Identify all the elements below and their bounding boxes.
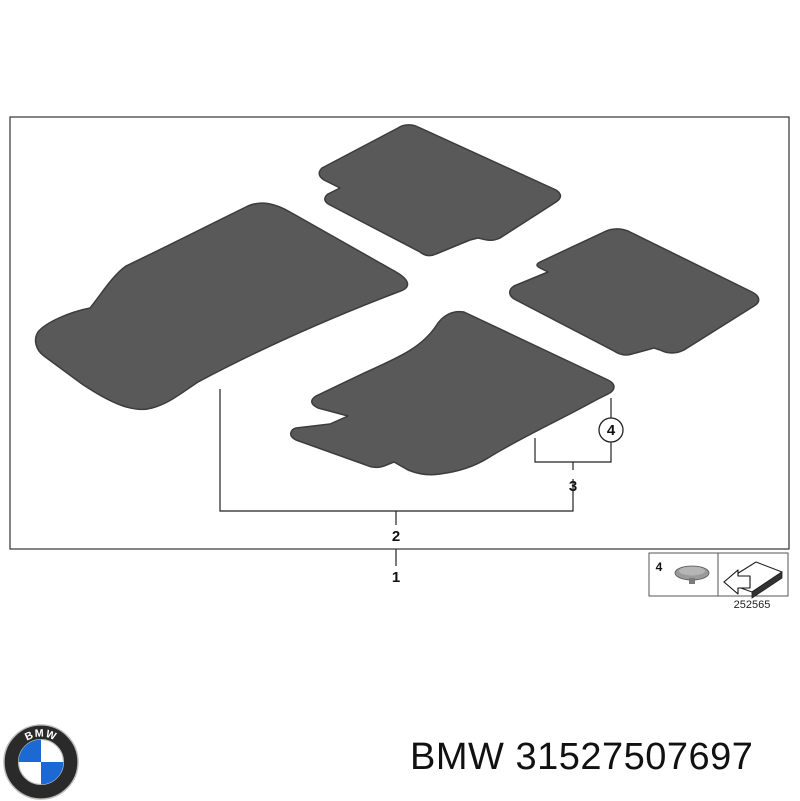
callout-circle-4 <box>598 417 624 443</box>
floor-mat-rear-left <box>318 124 562 257</box>
callout-item-1: 1 <box>392 569 400 586</box>
part-caption: BMW 31527507697 <box>410 736 753 779</box>
callout-item-4: 4 <box>607 422 616 439</box>
caption-brand: BMW <box>410 736 505 778</box>
floor-mat-front-right <box>290 310 615 476</box>
legend-box: 4 252565 <box>648 552 789 611</box>
floor-mat-front-left <box>34 202 409 411</box>
logo-brand-text: BMW <box>23 727 58 743</box>
caption-part-number: 31527507697 <box>515 736 754 778</box>
callout-item-2: 2 <box>392 528 400 545</box>
bmw-logo: BMW <box>3 724 79 800</box>
diagram-frame <box>9 116 790 550</box>
legend-item-4-label: 4 <box>656 560 663 574</box>
callout-item-3: 3 <box>569 478 577 495</box>
leader-line-item-3 <box>534 438 612 463</box>
arrow-wedge-icon <box>723 561 783 599</box>
fastener-clip-icon <box>674 565 710 584</box>
floor-mat-rear-right <box>509 228 760 356</box>
image-number: 252565 <box>734 599 771 611</box>
